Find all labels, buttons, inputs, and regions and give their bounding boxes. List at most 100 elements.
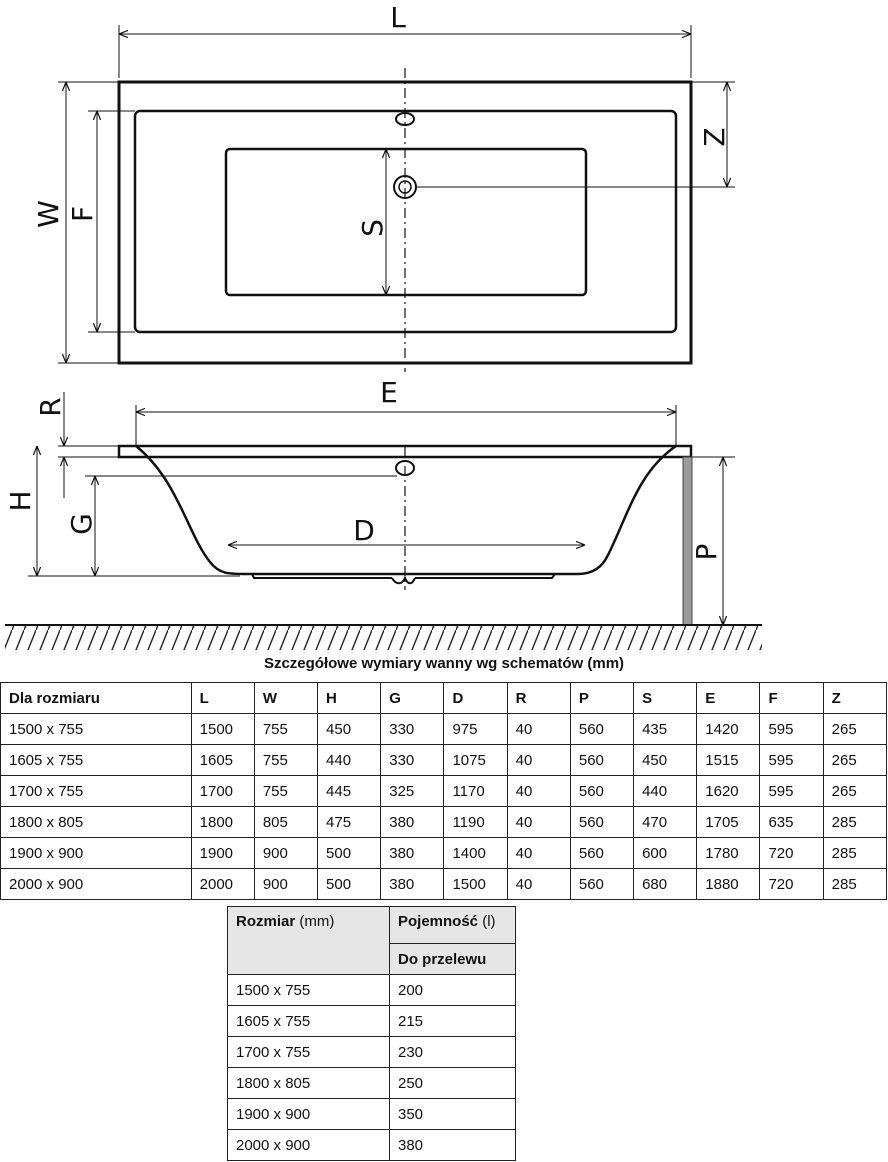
size-cell: 1700 x 755: [0, 775, 192, 807]
capacity-value-cell: 230: [389, 1036, 516, 1068]
dimension-value-cell: 1500: [443, 868, 508, 900]
label-P: P: [690, 544, 723, 561]
capacity-header-cell: Pojemność (l): [389, 906, 516, 944]
dimension-value-cell: 1420: [696, 713, 761, 745]
dimensions-header-cell: R: [506, 682, 571, 714]
dimension-value-cell: 755: [253, 775, 319, 807]
capacity-table: Rozmiar (mm) Pojemność (l) Do przelewu 1…: [227, 906, 516, 1161]
label-F: F: [66, 206, 99, 222]
dimension-value-cell: 40: [506, 713, 571, 745]
dimension-value-cell: 1780: [696, 837, 761, 869]
dimensions-caption: Szczegółowe wymiary wanny wg schematów (…: [263, 655, 625, 672]
tub-side-profile: [135, 444, 677, 576]
size-header-cell: Rozmiar (mm): [227, 906, 390, 975]
label-E: E: [380, 376, 398, 409]
dimensions-header-cell: Z: [822, 682, 888, 714]
label-Z: Z: [698, 127, 731, 146]
dimension-value-cell: 1705: [696, 806, 761, 838]
label-L: L: [390, 1, 406, 34]
dimension-value-cell: 1900: [190, 837, 255, 869]
dimension-value-cell: 1075: [443, 744, 508, 776]
dimension-value-cell: 330: [380, 744, 445, 776]
side-overflow-icon: [395, 460, 415, 476]
dimension-value-cell: 900: [253, 837, 319, 869]
dimensions-header-cell: F: [759, 682, 824, 714]
label-W: W: [32, 200, 65, 228]
size-cell: 1900 x 900: [0, 837, 192, 869]
dimension-value-cell: 1700: [190, 775, 255, 807]
dimension-value-cell: 680: [633, 868, 698, 900]
dimension-value-cell: 1515: [696, 744, 761, 776]
dimension-value-cell: 560: [569, 744, 635, 776]
dimension-value-cell: 440: [317, 744, 382, 776]
dimension-value-cell: 595: [759, 775, 824, 807]
side-view: [5, 392, 762, 650]
dimension-value-cell: 1500: [190, 713, 255, 745]
dimension-value-cell: 1800: [190, 806, 255, 838]
dimension-value-cell: 975: [443, 713, 508, 745]
dimension-value-cell: 440: [633, 775, 698, 807]
dimension-value-cell: 450: [317, 713, 382, 745]
dimension-value-cell: 475: [317, 806, 382, 838]
capacity-value-cell: 350: [389, 1098, 516, 1130]
size-cell: 1800 x 805: [0, 806, 192, 838]
dimension-value-cell: 560: [569, 868, 635, 900]
capacity-size-cell: 1500 x 755: [227, 974, 390, 1006]
dimension-value-cell: 1400: [443, 837, 508, 869]
capacity-header: Pojemność: [398, 913, 479, 930]
dimensions-header-cell: W: [253, 682, 319, 714]
tub-inner-edge: [133, 109, 678, 334]
dimension-value-cell: 380: [380, 837, 445, 869]
dimension-value-cell: 600: [633, 837, 698, 869]
dimension-value-cell: 560: [569, 837, 635, 869]
dimension-value-cell: 435: [633, 713, 698, 745]
label-G: G: [65, 513, 98, 535]
dimension-value-cell: 900: [253, 868, 319, 900]
dimensions-header-cell: L: [190, 682, 255, 714]
dimension-value-cell: 1880: [696, 868, 761, 900]
capacity-size-cell: 1800 x 805: [227, 1067, 390, 1099]
dimension-value-cell: 720: [759, 868, 824, 900]
dimension-value-cell: 805: [253, 806, 319, 838]
floor-hatch: [5, 626, 762, 650]
dimension-value-cell: 755: [253, 713, 319, 745]
dimension-value-cell: 285: [822, 868, 888, 900]
dimension-value-cell: 500: [317, 868, 382, 900]
dimension-value-cell: 450: [633, 744, 698, 776]
dimension-value-cell: 285: [822, 837, 888, 869]
dimension-value-cell: 560: [569, 713, 635, 745]
dimension-value-cell: 380: [380, 806, 445, 838]
dimension-value-cell: 265: [822, 744, 888, 776]
dimensions-header-cell: G: [380, 682, 445, 714]
dimension-value-cell: 1605: [190, 744, 255, 776]
capacity-unit: (l): [482, 913, 496, 930]
tub-feet: [251, 573, 556, 579]
capacity-value-cell: 215: [389, 1005, 516, 1037]
dimension-value-cell: 1170: [443, 775, 508, 807]
size-unit: (mm): [299, 913, 335, 930]
dimension-value-cell: 720: [759, 837, 824, 869]
capacity-size-cell: 2000 x 900: [227, 1129, 390, 1161]
dimensions-header-cell: S: [633, 682, 698, 714]
dimension-value-cell: 40: [506, 744, 571, 776]
capacity-size-cell: 1700 x 755: [227, 1036, 390, 1068]
capacity-header-row: Rozmiar (mm) Pojemność (l): [227, 906, 516, 975]
dimension-value-cell: 470: [633, 806, 698, 838]
dimension-value-cell: 330: [380, 713, 445, 745]
dimension-value-cell: 500: [317, 837, 382, 869]
top-view: [58, 25, 735, 372]
capacity-value-cell: 200: [389, 974, 516, 1006]
dimension-value-cell: 595: [759, 713, 824, 745]
dimension-value-cell: 755: [253, 744, 319, 776]
